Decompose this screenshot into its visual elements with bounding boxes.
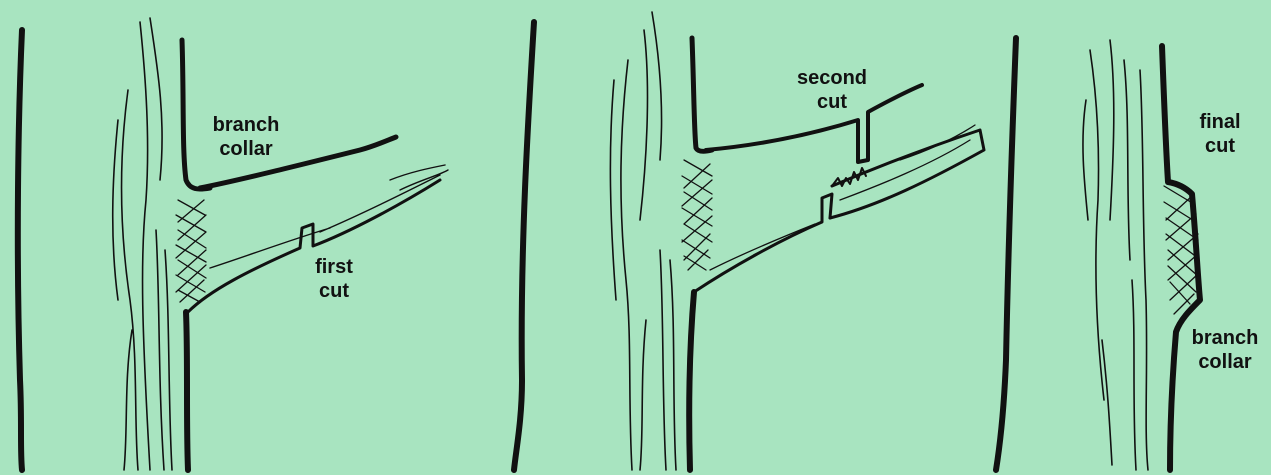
trunk-right-lower-1 bbox=[186, 312, 188, 470]
trunk-left-edge-3 bbox=[996, 38, 1016, 470]
panel-first-cut bbox=[18, 18, 448, 470]
branch-texture-2 bbox=[710, 224, 815, 270]
label-line: final bbox=[1180, 110, 1260, 134]
trunk-left-edge-1 bbox=[18, 30, 22, 470]
label-line: cut bbox=[1180, 134, 1260, 158]
branch-bottom-edge-2 bbox=[694, 194, 832, 292]
label-final-cut: final cut bbox=[1180, 110, 1260, 158]
panel-final-cut bbox=[996, 38, 1200, 470]
trunk-right-edge-2 bbox=[692, 38, 712, 151]
panel-second-cut bbox=[514, 12, 984, 470]
label-line: collar bbox=[196, 137, 296, 161]
label-line: collar bbox=[1180, 350, 1270, 374]
bark-lines-3 bbox=[1083, 40, 1148, 470]
label-branch-collar-first: branch collar bbox=[196, 113, 296, 161]
bark-lines-1 bbox=[113, 18, 172, 470]
label-line: branch bbox=[1180, 326, 1270, 350]
label-line: cut bbox=[294, 279, 374, 303]
label-line: branch bbox=[196, 113, 296, 137]
trunk-right-lower-2 bbox=[689, 292, 694, 470]
branch-collar-hatch-2 bbox=[682, 160, 712, 270]
label-line: cut bbox=[782, 90, 882, 114]
branch-end-texture-1 bbox=[210, 165, 448, 268]
bark-lines-2 bbox=[610, 12, 676, 470]
label-branch-collar-final: branch collar bbox=[1180, 326, 1270, 374]
label-line: second bbox=[782, 66, 882, 90]
label-first-cut: first cut bbox=[294, 255, 374, 303]
branch-collar-hatch-1 bbox=[176, 200, 206, 302]
label-line: first bbox=[294, 255, 374, 279]
label-second-cut: second cut bbox=[782, 66, 882, 114]
trunk-left-edge-2 bbox=[514, 22, 534, 470]
